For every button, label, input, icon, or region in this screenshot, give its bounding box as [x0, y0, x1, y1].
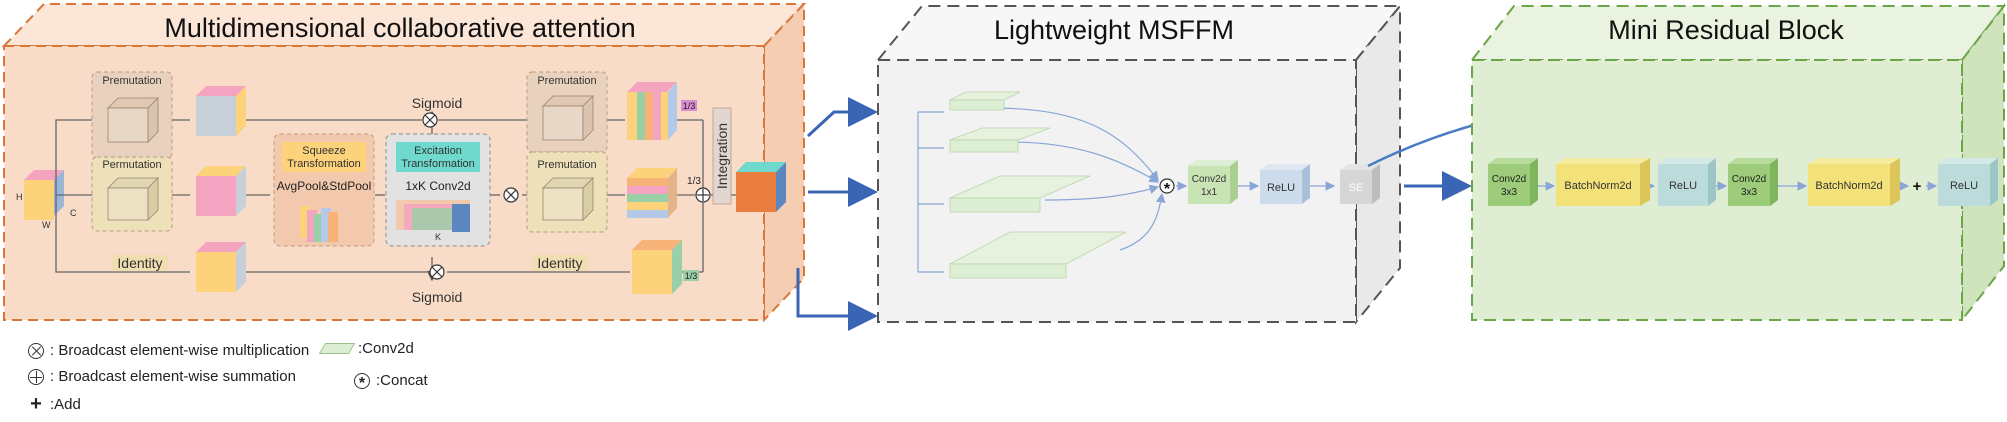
msffm-conv1x1-block: Conv2d 1x1: [1188, 160, 1238, 204]
premutation-box-1: Premutation: [91, 71, 173, 159]
msffm-flow-lines: [917, 107, 1336, 273]
input-c: C: [70, 208, 77, 218]
one-third-1: 1/3: [683, 101, 696, 111]
legend: : Broadcast element-wise multiplication …: [24, 338, 444, 422]
one-third-2: 1/3: [687, 176, 701, 187]
premutation-label-1: Premutation: [102, 75, 161, 87]
mrb-relu-block-1: ReLU: [1658, 158, 1716, 206]
premutation-box-4: Premutation: [526, 151, 608, 233]
msffm-conv-slab-1: [949, 91, 1021, 111]
mul-op-top: [422, 112, 438, 128]
mca-to-msffm-arrows: [796, 97, 878, 331]
svg-text:*: *: [1164, 181, 1171, 198]
output-stack-top: 1/3: [627, 82, 697, 140]
sigmoid-bottom: Sigmoid: [412, 289, 463, 305]
excitation-label-2: Transformation: [401, 158, 475, 170]
premutation-box-3: Premutation: [526, 71, 608, 153]
legend-concat-text: :Concat: [376, 372, 428, 389]
add-op: +: [1913, 178, 1922, 195]
msffm-relu-block: ReLU: [1260, 164, 1310, 204]
msffm-conv-slab-3: [949, 175, 1091, 213]
legend-sum: : Broadcast element-wise summation: [28, 368, 296, 385]
msffm-se-label: SE: [1349, 182, 1364, 194]
sigmoid-top: Sigmoid: [412, 95, 463, 111]
concat-icon: *: [354, 372, 370, 392]
sum-op: [695, 187, 711, 203]
mrb-batchnorm-block-2: BatchNorm2d: [1808, 158, 1900, 206]
mrb-relu1-label: ReLU: [1669, 180, 1697, 192]
mrb-conv1-label-a: Conv2d: [1492, 174, 1526, 185]
mul-op-middle: [503, 187, 519, 203]
premutation-label-3: Premutation: [537, 75, 596, 87]
cube-top: [196, 86, 246, 136]
mrb-relu2-label: ReLU: [1950, 180, 1978, 192]
integration-bar: Integration: [712, 107, 732, 205]
msffm-relu-label: ReLU: [1267, 182, 1295, 194]
output-stack-middle: 1/3: [627, 168, 701, 218]
excitation-op: 1xK Conv2d: [405, 179, 470, 193]
input-h: H: [16, 192, 23, 202]
msffm-se-block: SE: [1340, 164, 1380, 204]
squeeze-label: Squeeze: [302, 145, 345, 157]
identity-label-1: Identity: [117, 255, 162, 271]
legend-conv: :Conv2d: [318, 340, 414, 357]
identity-label-2: Identity: [537, 255, 582, 271]
sum-icon: [28, 368, 44, 385]
mrb-bn2-label: BatchNorm2d: [1815, 180, 1882, 192]
plus-icon: +: [30, 392, 42, 415]
multiply-icon: [28, 342, 44, 359]
premutation-box-2: Permutation: [91, 156, 173, 232]
mca-branch-lines: [55, 110, 736, 282]
premutation-label-4: Premutation: [537, 159, 596, 171]
cube-middle: [196, 166, 246, 216]
cube-bottom: [196, 242, 246, 292]
legend-add-text: :Add: [50, 396, 81, 413]
excitation-label: Excitation: [414, 145, 462, 157]
msffm-conv-slab-4: [949, 231, 1127, 279]
input-w: W: [42, 220, 51, 230]
msffm-title: Lightweight MSFFM: [994, 15, 1234, 45]
mrb-conv1-label-b: 3x3: [1501, 187, 1518, 198]
legend-mul: : Broadcast element-wise multiplication: [28, 342, 309, 359]
msffm-conv-slab-2: [949, 127, 1051, 153]
squeeze-transformation-box: Squeeze Transformation AvgPool&StdPool: [273, 133, 375, 247]
excitation-transformation-box: Excitation Transformation 1xK Conv2d K: [385, 133, 491, 247]
legend-add: + :Add: [28, 392, 81, 415]
legend-concat: * :Concat: [354, 372, 428, 392]
legend-conv-text: :Conv2d: [358, 340, 414, 357]
mrb-batchnorm-block-1: BatchNorm2d: [1556, 158, 1650, 206]
concat-op: *: [1159, 178, 1175, 198]
conv-slab-icon: [318, 343, 356, 354]
mul-op-bottom: [429, 264, 445, 280]
integration-label: Integration: [714, 123, 730, 189]
mrb-conv2-label-a: Conv2d: [1732, 174, 1766, 185]
legend-mul-text: : Broadcast element-wise multiplication: [50, 342, 310, 359]
squeeze-op: AvgPool&StdPool: [277, 179, 372, 193]
mca-title: Multidimensional collaborative attention: [164, 13, 635, 43]
mrb-relu-block-2: ReLU: [1938, 158, 1998, 206]
mrb-bn1-label: BatchNorm2d: [1564, 180, 1631, 192]
squeeze-label-2: Transformation: [287, 158, 361, 170]
mrb-conv-block-2: Conv2d 3x3: [1728, 158, 1778, 206]
mrb-conv-block-1: Conv2d 3x3: [1488, 158, 1538, 206]
one-third-3: 1/3: [685, 271, 698, 281]
k-label: K: [435, 232, 441, 242]
premutation-label-2: Permutation: [102, 159, 161, 171]
msffm-conv-label-2: 1x1: [1201, 187, 1218, 198]
mrb-title: Mini Residual Block: [1608, 15, 1844, 45]
legend-sum-text: : Broadcast element-wise summation: [50, 368, 296, 385]
msffm-conv-label-1: Conv2d: [1192, 174, 1226, 185]
mca-output-cube: [736, 162, 786, 212]
mrb-conv2-label-b: 3x3: [1741, 187, 1758, 198]
output-stack-bottom: 1/3: [632, 240, 699, 294]
